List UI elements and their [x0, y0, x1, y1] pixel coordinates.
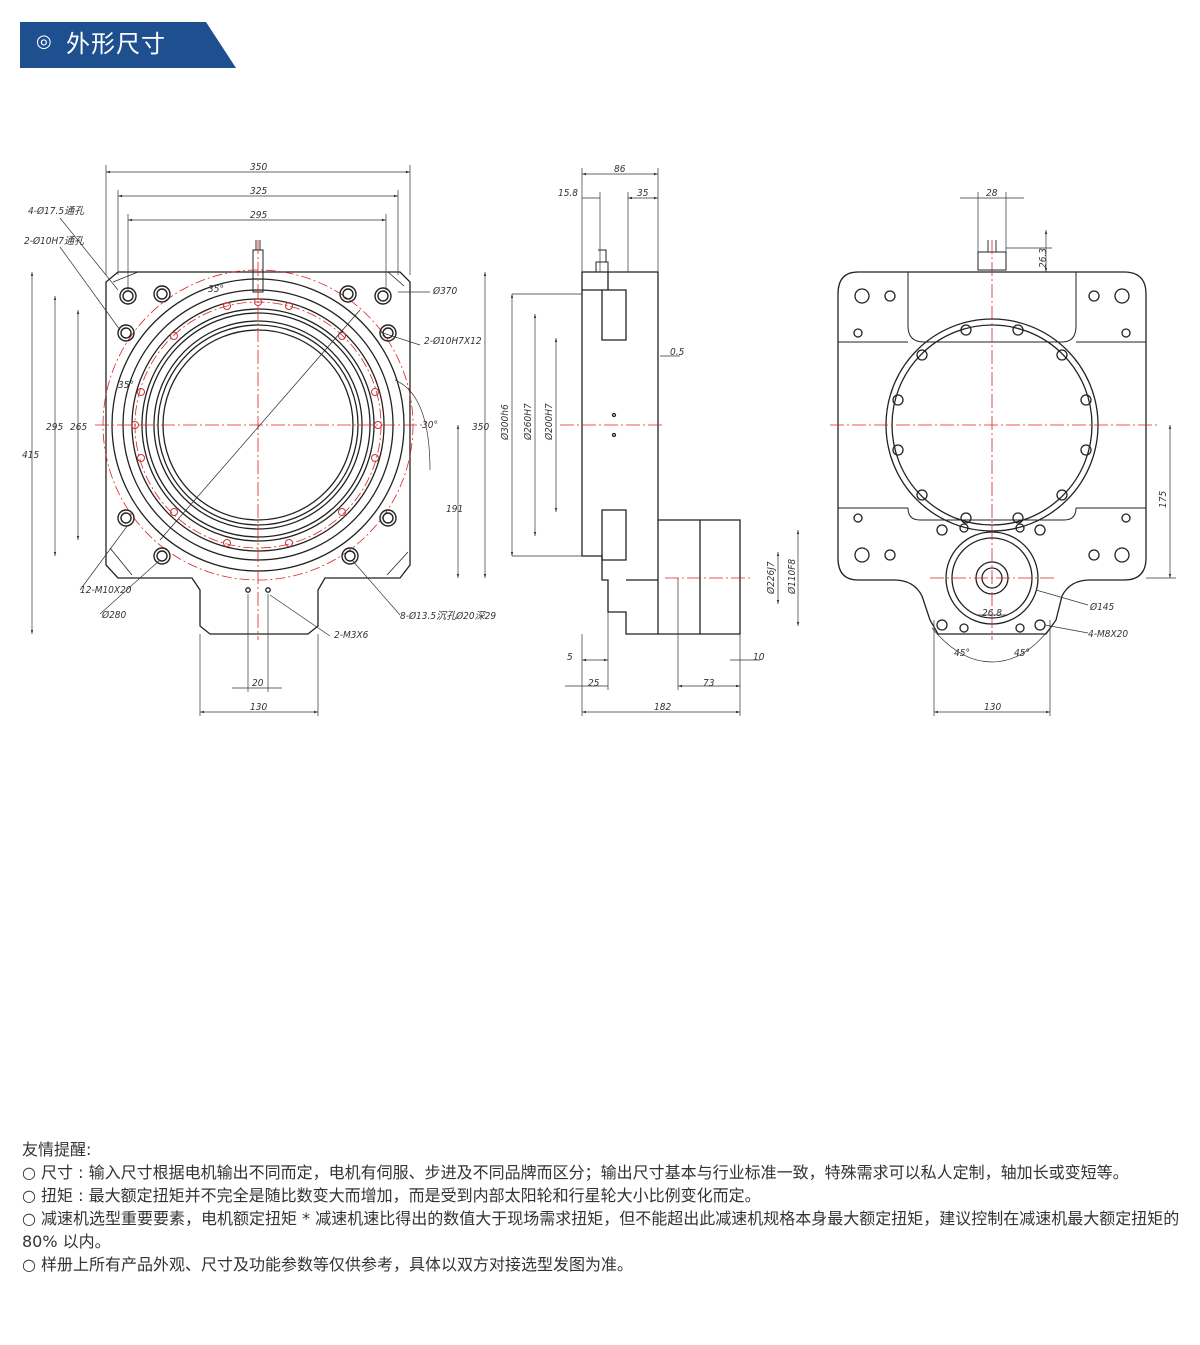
- back-dimension-lines: [931, 192, 1176, 716]
- svg-text:73: 73: [703, 678, 715, 689]
- svg-text:Ø280: Ø280: [101, 609, 127, 621]
- side-dimension-labels: 86 15.8 35 0.5 Ø300h6 Ø260H7 Ø200H7 Ø226…: [499, 164, 798, 713]
- svg-text:Ø370: Ø370: [432, 285, 458, 297]
- svg-text:4-M8X20: 4-M8X20: [1088, 629, 1128, 640]
- svg-text:415: 415: [22, 450, 39, 461]
- svg-text:35°: 35°: [118, 380, 134, 391]
- svg-text:295: 295: [250, 210, 267, 221]
- svg-text:5: 5: [567, 652, 573, 663]
- svg-text:Ø260H7: Ø260H7: [522, 403, 534, 441]
- svg-text:4-Ø17.5通孔: 4-Ø17.5通孔: [28, 205, 85, 217]
- front-view: [95, 240, 422, 640]
- svg-text:10: 10: [753, 652, 765, 663]
- svg-text:2-M3X6: 2-M3X6: [334, 630, 369, 641]
- svg-text:45°: 45°: [1014, 648, 1030, 659]
- back-view: [830, 240, 1160, 640]
- technical-drawing: 350 325 295 4-Ø17.5通孔 2-Ø10H7通孔 Ø370 35°…: [22, 162, 1176, 716]
- svg-text:30°: 30°: [422, 420, 438, 431]
- svg-text:45°: 45°: [954, 648, 970, 659]
- svg-text:Ø200H7: Ø200H7: [543, 403, 555, 441]
- svg-text:265: 265: [70, 422, 87, 433]
- svg-text:20: 20: [252, 678, 264, 689]
- svg-text:350: 350: [250, 162, 267, 173]
- notes-heading: 友情提醒:: [22, 1140, 92, 1159]
- note-item-torque: ○ 扭矩 : 最大额定扭矩并不完全是随比数变大而增加，而是受到内部太阳轮和行星轮…: [22, 1186, 761, 1205]
- note-item-disclaimer: ○ 样册上所有产品外观、尺寸及功能参数等仅供参考，具体以双方对接选型发图为准。: [22, 1255, 634, 1274]
- svg-text:Ø226J7: Ø226J7: [765, 561, 777, 595]
- svg-text:26.8: 26.8: [982, 608, 1002, 619]
- svg-text:28: 28: [986, 188, 998, 199]
- back-dimension-labels: 28 26.3 175 Ø145 26.8 4-M8X20 45° 45° 13…: [954, 188, 1169, 713]
- svg-text:86: 86: [614, 164, 626, 175]
- svg-text:35: 35: [637, 188, 649, 199]
- svg-text:295: 295: [46, 422, 63, 433]
- note-item-selection: ○ 减速机选型重要要素，电机额定扭矩 * 减速机速比得出的数值大于现场需求扭矩，…: [22, 1209, 1180, 1251]
- svg-text:191: 191: [446, 504, 463, 515]
- svg-text:325: 325: [250, 186, 267, 197]
- svg-text:Ø110F8: Ø110F8: [786, 559, 798, 595]
- section-header: ◎ 外形尺寸: [0, 22, 236, 68]
- section-title: 外形尺寸: [66, 30, 166, 58]
- svg-text:0.5: 0.5: [670, 347, 685, 358]
- svg-text:175: 175: [1158, 491, 1169, 508]
- double-circle-icon: ◎: [36, 31, 52, 52]
- svg-text:Ø300h6: Ø300h6: [499, 404, 511, 441]
- note-item-size: ○ 尺寸 : 输入尺寸根据电机输出不同而定，电机有伺服、步进及不同品牌而区分；输…: [22, 1163, 1129, 1182]
- svg-text:2-Ø10H7通孔: 2-Ø10H7通孔: [24, 235, 85, 247]
- side-dimension-lines: [510, 168, 800, 716]
- svg-text:182: 182: [654, 702, 671, 713]
- svg-text:15.8: 15.8: [558, 188, 578, 199]
- side-view: [560, 249, 750, 635]
- front-dimension-lines: [30, 165, 487, 716]
- svg-text:8-Ø13.5沉孔Ø20深29: 8-Ø13.5沉孔Ø20深29: [400, 610, 496, 622]
- svg-text:Ø145: Ø145: [1089, 601, 1115, 613]
- front-dimension-labels: 350 325 295 4-Ø17.5通孔 2-Ø10H7通孔 Ø370 35°…: [22, 162, 496, 713]
- svg-text:2-Ø10H7X12: 2-Ø10H7X12: [424, 335, 482, 347]
- svg-text:35°: 35°: [208, 284, 224, 295]
- header-banner: [20, 22, 236, 68]
- notes-section: 友情提醒: ○ 尺寸 : 输入尺寸根据电机输出不同而定，电机有伺服、步进及不同品…: [22, 1138, 1182, 1276]
- svg-text:350: 350: [472, 422, 489, 433]
- svg-text:130: 130: [984, 702, 1001, 713]
- svg-text:25: 25: [588, 678, 600, 689]
- svg-text:12-M10X20: 12-M10X20: [80, 585, 132, 596]
- svg-text:130: 130: [250, 702, 267, 713]
- svg-text:26.3: 26.3: [1038, 248, 1049, 268]
